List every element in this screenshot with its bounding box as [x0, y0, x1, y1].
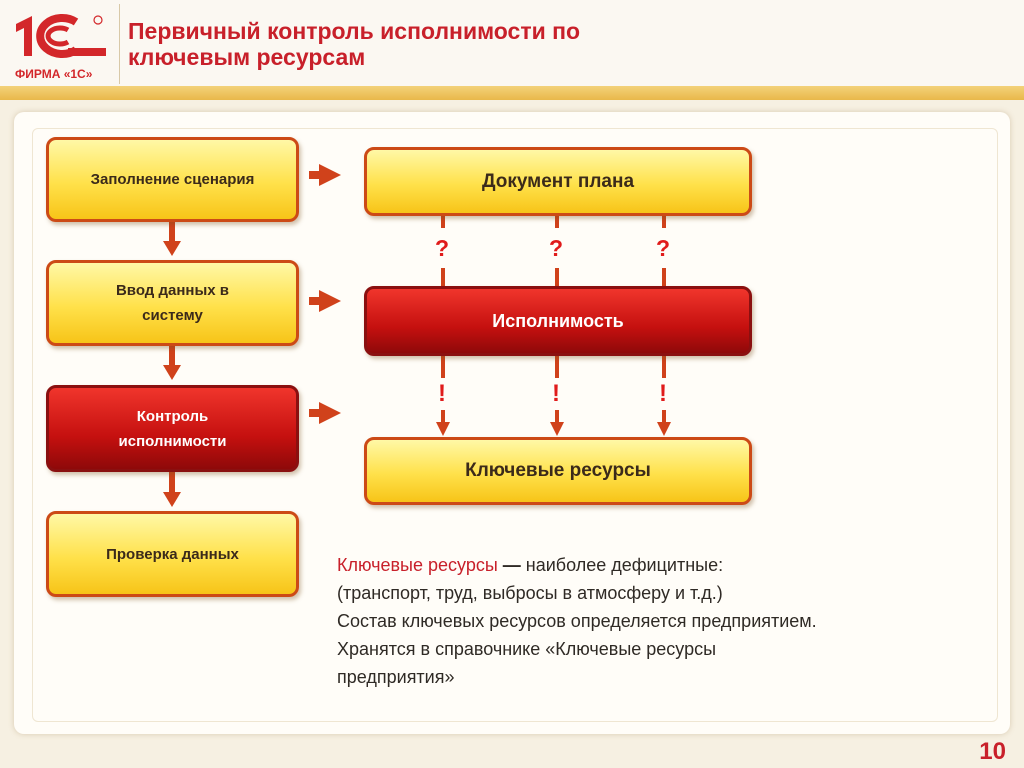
right-arrow-1-head	[319, 164, 341, 186]
key-resources-box: Ключевые ресурсы	[364, 437, 752, 505]
svg-text:ФИРМА «1С»: ФИРМА «1С»	[15, 67, 93, 81]
content-panel-frame	[32, 128, 998, 722]
description-term: Ключевые ресурсы	[337, 555, 498, 575]
description-line-1: Ключевые ресурсы — наиболее дефицитные:	[337, 551, 977, 579]
step-arrow-2-head	[163, 365, 181, 380]
step-arrow-3-shaft	[169, 472, 175, 494]
right-arrow-3-shaft	[309, 409, 321, 417]
plan-document-label: Документ плана	[481, 170, 635, 192]
question-mark-3: ?	[656, 235, 671, 261]
key-resources-description: Ключевые ресурсы — наиболее дефицитные: …	[337, 551, 977, 691]
step-arrow-1-head	[163, 241, 181, 256]
header	[0, 0, 1024, 92]
right-arrow-1-shaft	[309, 171, 321, 179]
step-data-check: Проверка данных	[46, 511, 299, 597]
plan-document-box: Документ плана	[364, 147, 752, 216]
description-line-2: (транспорт, труд, выбросы в атмосферу и …	[337, 583, 723, 603]
question-mark-2: ?	[549, 235, 564, 261]
page-title: Первичный контроль исполнимости по ключе…	[128, 18, 768, 70]
description-line-3: Состав ключевых ресурсов определяется пр…	[337, 611, 817, 631]
description-line-4: Хранятся в справочнике «Ключевые ресурсы	[337, 639, 717, 659]
step-fill-scenario: Заполнение сценария	[46, 137, 299, 222]
question-mark-1: ?	[435, 235, 450, 261]
header-band	[0, 86, 1024, 100]
step-fill-scenario-label: Заполнение сценария	[90, 171, 255, 188]
step-feasibility-control-label: Контроль исполнимости	[118, 407, 227, 450]
right-arrow-2-head	[319, 290, 341, 312]
step-data-entry-label: Ввод данных в систему	[115, 282, 230, 324]
company-logo: ФИРМА «1С»	[10, 10, 112, 82]
title-line-2: ключевым ресурсам	[128, 44, 366, 70]
logo-separator	[119, 4, 120, 84]
title-line-1: Первичный контроль исполнимости по	[128, 18, 581, 44]
key-resources-label: Ключевые ресурсы	[465, 460, 651, 481]
exclaim-mark-2: !	[552, 380, 560, 407]
step-data-check-label: Проверка данных	[106, 545, 239, 563]
exclaim-mark-1: !	[438, 380, 446, 407]
step-feasibility-control: Контроль исполнимости	[46, 385, 299, 472]
exclaim-mark-3: !	[659, 380, 667, 407]
step-arrow-3-head	[163, 492, 181, 507]
description-line1-rest: наиболее дефицитные:	[525, 555, 724, 575]
description-line-5: предприятия»	[337, 667, 455, 687]
right-arrow-3-head	[319, 402, 341, 424]
step-arrow-2-shaft	[169, 345, 175, 367]
right-arrow-2-shaft	[309, 297, 321, 305]
step-arrow-1-shaft	[169, 221, 175, 243]
page-number: 10	[979, 738, 1006, 765]
step-data-entry: Ввод данных в систему	[46, 260, 299, 346]
feasibility-label: Исполнимость	[492, 310, 624, 331]
description-dash: —	[497, 555, 526, 575]
feasibility-box: Исполнимость	[364, 286, 752, 356]
